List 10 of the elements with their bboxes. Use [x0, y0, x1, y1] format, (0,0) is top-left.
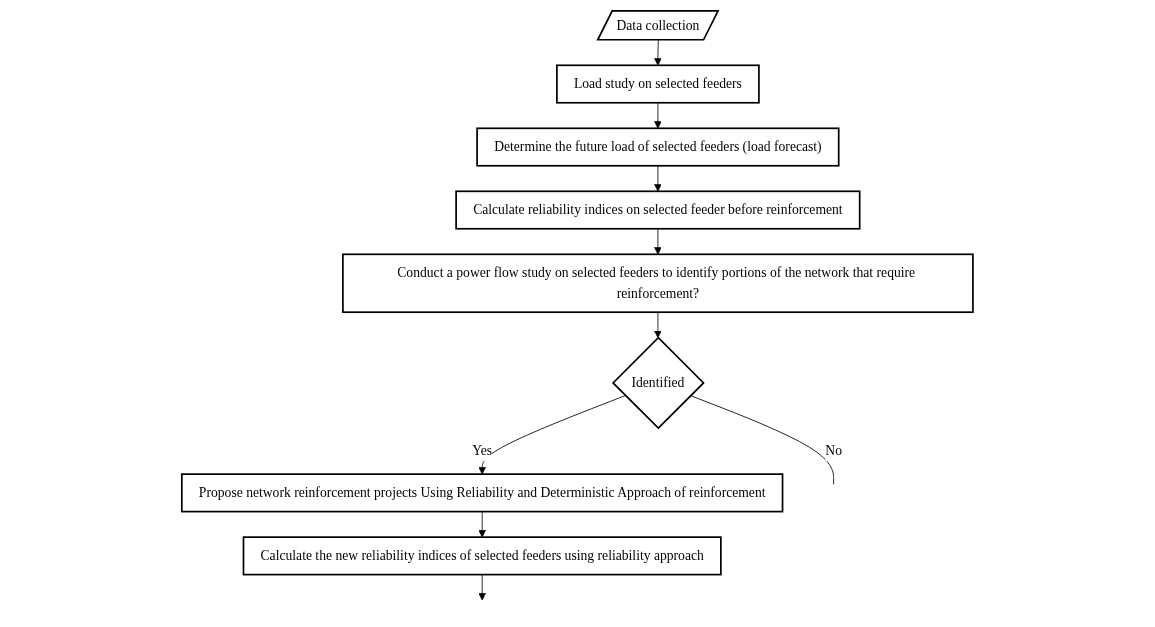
- connector: [690, 394, 835, 485]
- node-box: Calculate reliability indices on selected feeder before reinforcement: [455, 189, 861, 230]
- node-box: Calculate the new reliability indices of selected feeders using reliability approach: [242, 535, 722, 575]
- node-box: Determine the future load of selected feeders (load forecast): [476, 126, 840, 167]
- node-box: Load study on selected feeders: [556, 63, 760, 104]
- node-diamond: Identified: [612, 336, 705, 429]
- edge-label: No: [825, 442, 843, 458]
- edge-label: Yes: [472, 442, 493, 458]
- node-box: Propose network reinforcement projects Using Reliability and Deterministic Approach of reinforcement: [181, 472, 784, 512]
- node-box: Conduct a power flow study on selected feeders to identify portions of the network that require reinforcement?: [342, 252, 974, 313]
